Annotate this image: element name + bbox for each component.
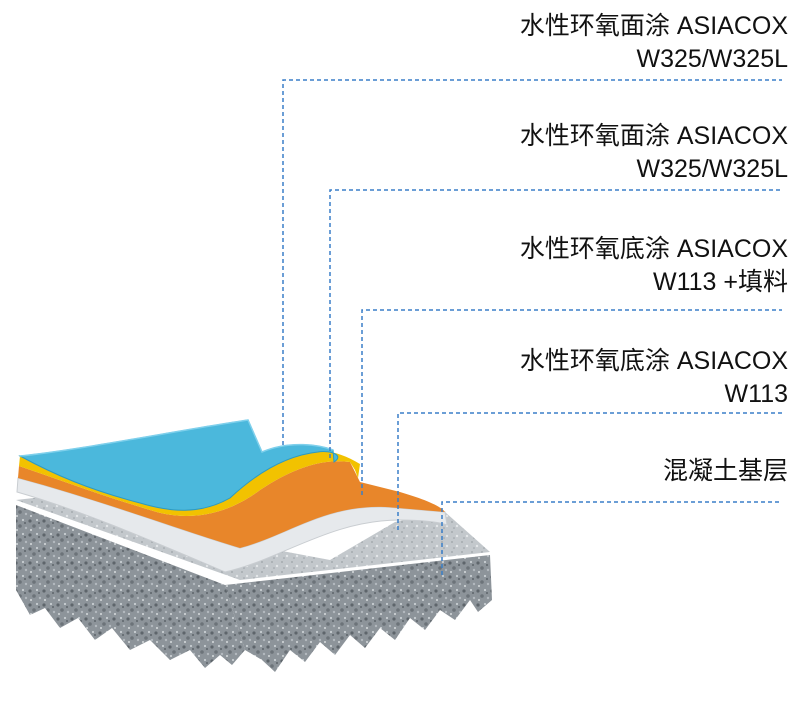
layer-label-line2: W325/W325L [636,155,788,183]
layer-label-line2: W325/W325L [636,45,788,73]
leader-line-5 [441,501,782,575]
layer-label-topcoat-1: 水性环氧面涂 ASIACOX W325/W325L [520,10,788,76]
layer-label-line2: W113 [724,380,788,408]
yellow-topcoat-layer [19,451,360,516]
layer-label-topcoat-2: 水性环氧面涂 ASIACOX W325/W325L [520,120,788,186]
leader-lines [282,79,782,575]
layer-label-primer-filler: 水性环氧底涂 ASIACOX W113 +填料 [520,233,788,299]
layer-label-line1: 水性环氧面涂 ASIACOX [519,122,788,150]
layer-label-line2: W113 +填料 [653,268,788,296]
concrete-right-face [225,555,492,672]
layer-label-line1: 混凝土基层 [662,457,788,485]
layer-label-line1: 水性环氧面涂 ASIACOX [519,12,788,40]
concrete-front-face [16,505,245,668]
layer-label-concrete: 混凝土基层 [663,455,788,488]
leader-line-3 [361,309,782,495]
layer-label-primer: 水性环氧底涂 ASIACOX W113 [520,345,788,411]
blue-topcoat-edge [19,419,334,457]
leader-line-4 [397,412,782,530]
leader-line-2 [329,189,782,458]
filler-primer-layer [18,461,445,548]
layer-label-line1: 水性环氧底涂 ASIACOX [519,235,788,263]
leader-line-1 [282,79,782,445]
layer-label-line1: 水性环氧底涂 ASIACOX [519,347,788,375]
